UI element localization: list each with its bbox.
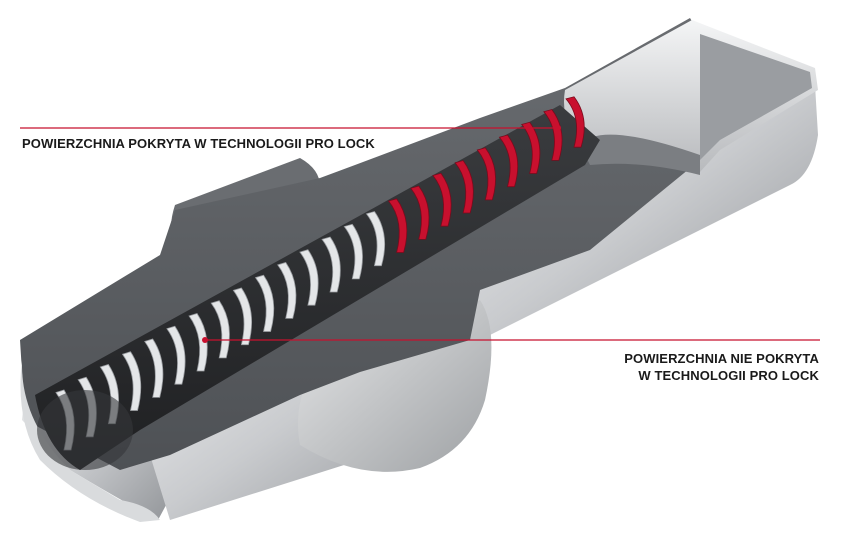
thread-ridge-coated [565, 96, 585, 148]
thread-ridge-coated [520, 121, 541, 174]
label-uncoated-surface: POWIERZCHNIA NIE POKRYTA W TECHNOLOGII P… [624, 350, 819, 384]
thread-ridge-coated [543, 109, 563, 161]
thread-ridge-coated [476, 147, 496, 201]
thread-ridge-uncoated [343, 223, 363, 280]
thread-ridge-uncoated [321, 236, 341, 293]
thread-ridge-coated [498, 134, 519, 188]
label-uncoated-line-1: POWIERZCHNIA NIE POKRYTA [624, 351, 819, 366]
thread-ridge-coated [410, 185, 430, 240]
thread-ridge-uncoated [121, 351, 142, 411]
thread-ridge-uncoated [365, 211, 386, 267]
leader-lines [20, 125, 820, 343]
thread-ridge-uncoated [188, 313, 208, 372]
thread-ridge-uncoated [232, 287, 253, 346]
thread-ridge-uncoated [166, 325, 186, 385]
left-end-opening [20, 360, 160, 522]
open-bore [564, 20, 818, 175]
label-uncoated-line-2: W TECHNOLOGII PRO LOCK [638, 368, 819, 383]
thread-ridge-uncoated [210, 300, 230, 359]
thread-ridge-coated [387, 198, 408, 253]
thread-ridge-uncoated [299, 249, 319, 306]
thread-ridge-coated [432, 172, 452, 227]
thread-ridge-coated [454, 160, 474, 214]
leader-dot-coated [555, 125, 561, 131]
thread-ridge-uncoated [277, 262, 297, 319]
leader-dot-uncoated [202, 337, 208, 343]
thread-ridge-uncoated [254, 274, 275, 332]
thread-ridge-uncoated [144, 338, 164, 398]
label-coated-surface: POWIERZCHNIA POKRYTA W TECHNOLOGII PRO L… [22, 136, 375, 151]
